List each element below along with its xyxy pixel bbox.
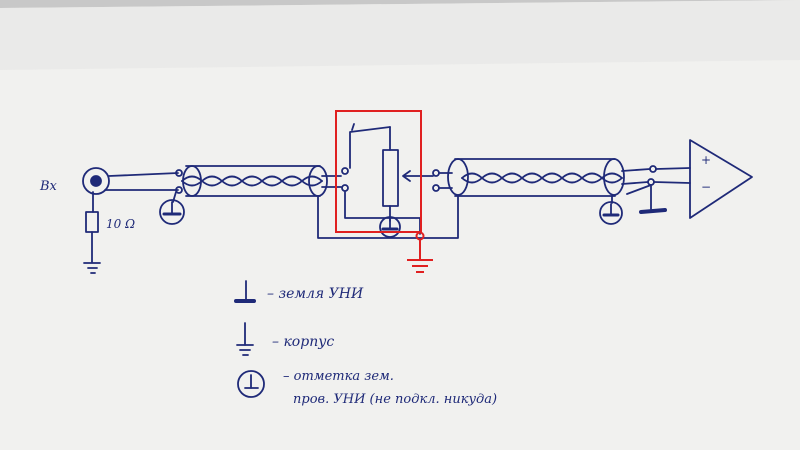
input-label: Вх xyxy=(39,179,58,194)
legend-uni-ground-text: – земля УНИ xyxy=(267,286,364,302)
right-marker-ground-icon xyxy=(599,201,623,225)
chassis-ground-icon xyxy=(83,262,101,274)
left-twisted-pair-wave-a xyxy=(181,175,323,187)
right-cable-wire-top-out xyxy=(621,168,651,172)
amp-plus-label: + xyxy=(701,153,711,167)
amplifier-triangle xyxy=(689,139,753,219)
legend-chassis-text: – корпус xyxy=(272,334,334,350)
left-twisted-pair-wave-b xyxy=(181,175,323,187)
resistor-label: 10 Ω xyxy=(106,217,135,231)
highlight-box xyxy=(335,110,422,233)
legend-marker-icon xyxy=(237,370,265,398)
left-cable-terminal-bottom xyxy=(175,186,183,194)
box-top-wire xyxy=(349,126,391,169)
box-terminal-left-bottom xyxy=(341,184,349,192)
earth-ground-icon xyxy=(407,259,433,273)
left-shield-drain xyxy=(317,195,459,239)
input-wire-top xyxy=(108,172,179,177)
amp-input-plus-wire xyxy=(655,167,691,170)
right-shielded-cable xyxy=(447,158,625,197)
left-marker-ground-icon xyxy=(159,199,185,225)
amp-minus-jumper xyxy=(626,184,652,195)
box-marker-ground-icon xyxy=(379,216,401,238)
paper-shade xyxy=(0,0,800,70)
left-shielded-cable xyxy=(181,165,328,197)
left-cable-terminal-top xyxy=(175,169,183,177)
legend-marker-text-1: – отметка зем. xyxy=(283,369,394,384)
amp-minus-label: − xyxy=(701,180,711,194)
right-twisted-pair-wave-b xyxy=(461,172,623,184)
potentiometer-wiper-arrow xyxy=(402,170,411,182)
right-cable-wire-bottom-out xyxy=(621,181,649,185)
box-terminal-left-top xyxy=(341,167,349,175)
input-connector-icon xyxy=(82,167,110,195)
legend-chassis-icon xyxy=(236,322,254,356)
box-top-wire-hook xyxy=(351,123,355,131)
legend-uni-ground-icon xyxy=(234,280,256,303)
amp-input-minus-wire xyxy=(653,181,691,184)
ground-junction-icon xyxy=(415,231,425,241)
uni-ground-icon xyxy=(639,208,667,214)
legend-marker-text-2: пров. УНИ (не подкл. никуда) xyxy=(293,392,497,407)
